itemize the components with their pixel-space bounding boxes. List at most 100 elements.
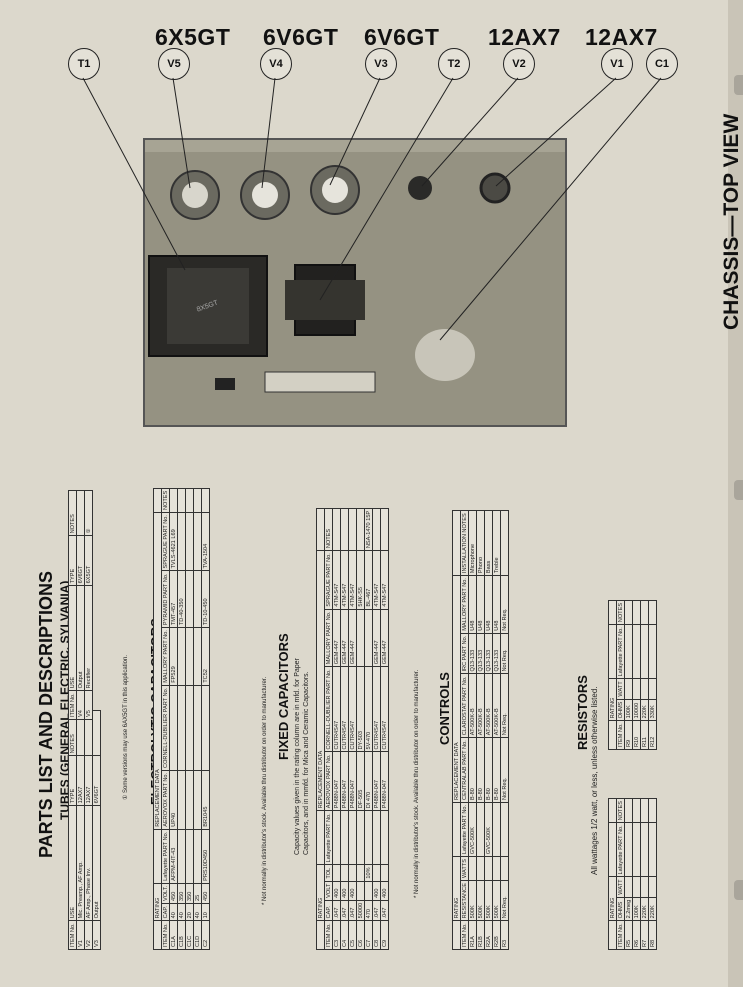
- table-cell: [201, 488, 210, 513]
- table-cell: P488N-047: [332, 751, 341, 811]
- table-cell: [624, 822, 633, 877]
- fixed-table: RATING REPLACEMENT DATA ITEM No. CAP. VO…: [316, 507, 389, 950]
- table-cell: R6: [632, 920, 641, 950]
- table-cell: 400: [372, 881, 381, 901]
- table-cell: [640, 876, 649, 898]
- table-cell: AT-500K-B: [476, 674, 485, 738]
- table-cell: 220K: [640, 897, 649, 921]
- output-transformer: [285, 264, 365, 336]
- table-cell: 12AX7: [76, 755, 85, 806]
- table-cell: GVC-500K: [468, 802, 477, 857]
- table-cell: [632, 798, 641, 823]
- table-cell: ①: [84, 490, 93, 536]
- fixed-footnote: * Not normally in distributor's stock. A…: [414, 669, 420, 898]
- table-cell: 500K: [468, 880, 477, 921]
- table-cell: 50000: [356, 900, 365, 921]
- table-cell: U48: [492, 575, 501, 634]
- table-cell: V3: [92, 920, 101, 950]
- table-cell: [92, 710, 101, 756]
- table-cell: Not Req.: [500, 575, 509, 634]
- table-cell: BR1045: [201, 770, 210, 830]
- table-cell: CUTR4S47: [372, 666, 381, 752]
- resistors-title-rot: RESISTORS: [575, 675, 590, 750]
- table-cell: 6V6GT: [76, 535, 85, 586]
- table-cell: 100K: [632, 897, 641, 921]
- table-cell: [632, 822, 641, 877]
- table-cell: FP529: [169, 627, 178, 686]
- electrolytic-table-rot: RATING REPLACEMENT DATA ITEM No. CAP. VO…: [153, 487, 210, 950]
- table-cell: Q13-133: [484, 633, 493, 674]
- table-cell: [193, 512, 202, 571]
- table-cell: [332, 508, 341, 551]
- table-header: MALLORY PART No.: [161, 627, 170, 686]
- tube-label: 12AX7: [488, 24, 561, 50]
- table-group-header: RATING: [153, 883, 162, 921]
- table-cell: [648, 822, 657, 877]
- table-cell: R5: [624, 920, 633, 950]
- table-cell: GEM-447: [380, 609, 389, 667]
- table-cell: Not Req.: [500, 880, 509, 921]
- chassis-drawing: 8X5GT: [145, 140, 565, 425]
- table-cell: R2B: [492, 920, 501, 950]
- table-header: [316, 920, 325, 950]
- table-cell: TVLS-4621 L69: [169, 512, 178, 571]
- callout-v2: V2: [503, 48, 535, 80]
- table-header: Lafayette PART No.: [161, 829, 170, 884]
- table-cell: 220K: [648, 897, 657, 921]
- table-cell: [185, 770, 194, 830]
- table-cell: TD-10-450: [201, 571, 210, 628]
- table-header: [608, 822, 617, 877]
- table-cell: R12: [648, 720, 657, 750]
- electrolytic-footnote: * Not normally in distributor's stock. A…: [262, 676, 268, 905]
- table-header: ITEM No.: [616, 920, 625, 950]
- tube-label: 12AX7: [585, 24, 658, 50]
- table-cell: [332, 864, 341, 882]
- table-header: ITEM No.: [616, 720, 625, 750]
- table-cell: 12AX7: [84, 755, 93, 806]
- table-header: TYPE: [68, 755, 77, 806]
- table-cell: 500K: [476, 880, 485, 921]
- table-cell: [356, 881, 365, 901]
- table-cell: 2.2meg: [624, 897, 633, 921]
- table-cell: [624, 798, 633, 823]
- table-cell: R3: [500, 920, 509, 950]
- table-header: [608, 720, 617, 750]
- table-cell: AT-500K-B: [492, 674, 501, 738]
- table-cell: Rectifier: [84, 585, 93, 691]
- table-cell: [484, 856, 493, 881]
- table-cell: 220K: [640, 699, 649, 721]
- table-cell: GVC-500K: [484, 802, 493, 857]
- table-cell: [177, 627, 186, 686]
- tube-socket: [170, 170, 220, 220]
- table-cell: 40: [169, 903, 178, 921]
- table-cell: [500, 856, 509, 881]
- tube-socket: [240, 170, 290, 220]
- table-cell: Phono: [476, 510, 485, 576]
- table-header: IRC PART No.: [460, 633, 469, 674]
- table-cell: [193, 770, 202, 830]
- table-cell: [364, 810, 373, 865]
- table-cell: [185, 488, 194, 513]
- main-title-rot: PARTS LIST AND DESCRIPTIONS: [36, 571, 57, 858]
- table-header: TOL: [324, 864, 333, 882]
- table-cell: [500, 510, 509, 576]
- power-switch: [215, 378, 235, 390]
- table-header: Lafayette PART No.: [324, 810, 333, 865]
- table-cell: [632, 678, 641, 700]
- table-group-header: RATING: [608, 876, 617, 921]
- table-header: CORNELL-DUBILIER PART No.: [161, 685, 170, 771]
- callout-v5: V5: [158, 48, 190, 80]
- table-header: CENTRALAB PART No.: [460, 737, 469, 803]
- table-cell: 330K: [648, 699, 657, 721]
- table-cell: C7: [364, 920, 373, 950]
- table-cell: 10: [201, 903, 210, 921]
- table-cell: 100K: [624, 699, 633, 721]
